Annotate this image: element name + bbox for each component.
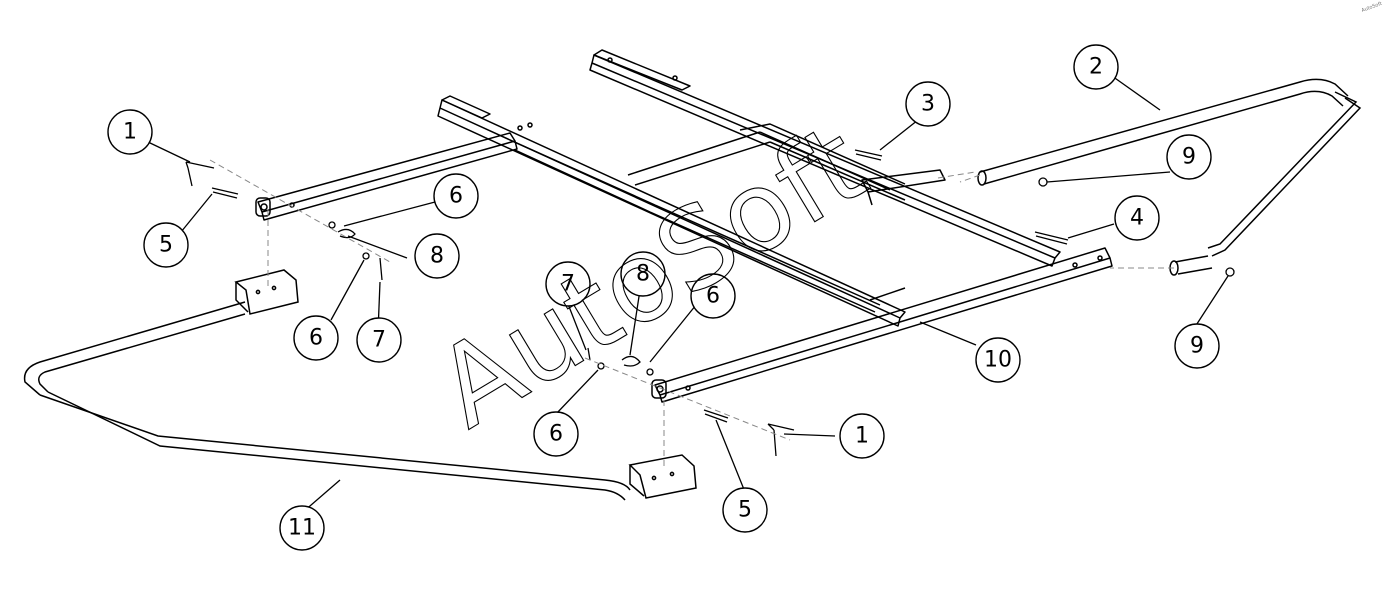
callout-8-b: 8 [636, 262, 650, 287]
callout-6-c: 6 [549, 422, 563, 447]
bolt-right [703, 409, 729, 423]
lock-pin-right [767, 423, 795, 457]
front-bracket-left [234, 269, 299, 315]
callout-8-a: 8 [430, 244, 444, 269]
callout-6-a: 6 [449, 184, 463, 209]
callout-3: 3 [921, 92, 935, 117]
callout-labels: 1 1 2 3 4 5 5 6 6 6 6 7 7 8 8 9 9 10 11 [123, 55, 1204, 541]
hardware [185, 149, 1235, 457]
bolt-4 [1034, 231, 1069, 245]
callout-9-a: 9 [1182, 145, 1196, 170]
leader-lines [147, 75, 1229, 513]
bolt-3 [854, 149, 883, 161]
inner-frame [509, 131, 906, 301]
callouts [107, 44, 1220, 551]
bolt-left [211, 187, 239, 199]
callout-7-b: 7 [561, 272, 575, 297]
callout-1-right: 1 [855, 424, 869, 449]
rear-hoop [977, 78, 1362, 276]
left-beam [437, 99, 906, 327]
callout-5-left: 5 [159, 233, 173, 258]
left-rail [257, 132, 518, 221]
callout-6-b: 6 [309, 326, 323, 351]
callout-2: 2 [1089, 55, 1103, 80]
callout-7-a: 7 [372, 328, 386, 353]
callout-1-left: 1 [123, 120, 137, 145]
callout-6-d: 6 [706, 284, 720, 309]
callout-5-right: 5 [738, 498, 752, 523]
callout-10: 10 [984, 348, 1012, 373]
corner-mark: AutoSoft [1361, 1, 1383, 14]
front-hoop [23, 301, 631, 501]
alignment-lines [209, 159, 1174, 470]
callout-9-b: 9 [1190, 334, 1204, 359]
callout-4: 4 [1130, 206, 1144, 231]
mount-bracket [861, 169, 946, 206]
front-bracket-right [628, 454, 697, 499]
lock-pin-left [185, 161, 215, 187]
callout-11: 11 [288, 516, 316, 541]
